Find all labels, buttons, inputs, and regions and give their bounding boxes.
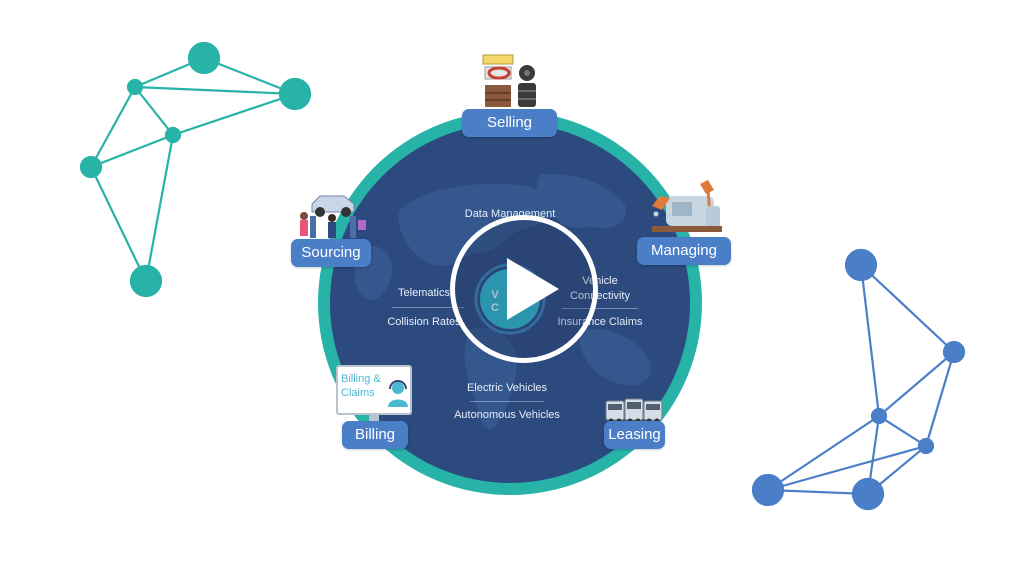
world-map <box>354 174 651 429</box>
collision-rates-label: Collision Rates <box>387 316 461 328</box>
billing-claims-title-line2: Claims <box>341 387 375 399</box>
telematics-label: Telematics <box>398 287 450 299</box>
billing-claims-title-line1: Billing & <box>341 373 381 385</box>
network-graph-left <box>79 41 312 298</box>
monitor-stand <box>369 415 379 421</box>
sourcing-button[interactable]: Sourcing <box>291 239 371 267</box>
play-button[interactable] <box>450 215 598 363</box>
divider <box>392 307 464 308</box>
tires-icon <box>482 54 536 107</box>
vehicle-fleet-icon <box>605 398 663 424</box>
autonomous-vehicles-label: Autonomous Vehicles <box>454 409 560 421</box>
divider <box>470 401 544 402</box>
network-graph-right <box>751 248 966 511</box>
billing-claims-panel: Billing & Claims <box>336 365 412 415</box>
managing-button[interactable]: Managing <box>637 237 731 265</box>
electric-vehicles-label: Electric Vehicles <box>466 382 548 394</box>
billing-button[interactable]: Billing <box>342 421 408 449</box>
support-agent-icon <box>388 380 408 407</box>
leasing-button[interactable]: Leasing <box>604 421 665 449</box>
play-icon <box>507 258 559 320</box>
robot-arm-icon <box>650 180 722 232</box>
selling-button[interactable]: Selling <box>462 109 557 137</box>
car-lift-icon <box>300 195 366 238</box>
divider <box>562 308 638 309</box>
